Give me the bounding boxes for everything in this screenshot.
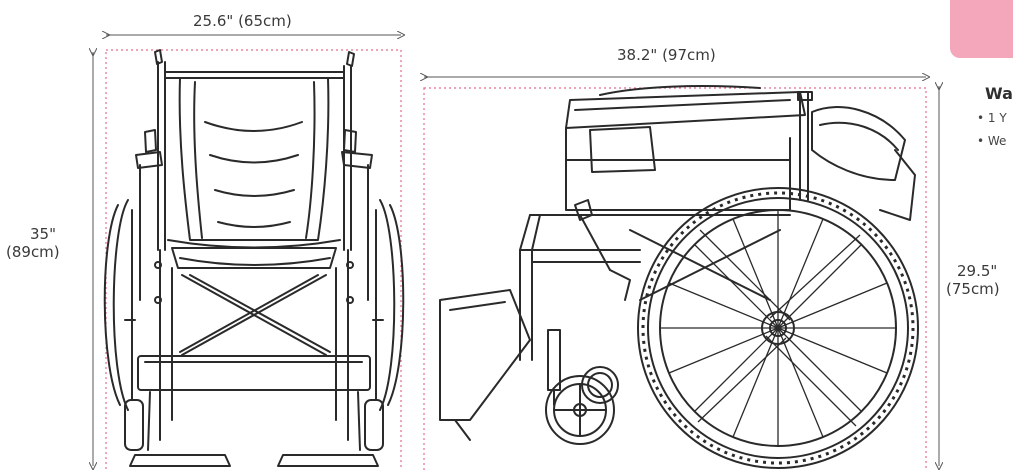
side-length-label: 38.2" (97cm) [617,46,716,64]
side-view-guide-box [423,87,927,470]
warranty-bullet-2: • We [977,134,1007,148]
pink-accent-tab [950,0,1013,58]
side-height-label-cm: (75cm) [946,280,1000,298]
warranty-title: Wa [985,84,1013,103]
side-view-folded-wheelchair [439,85,919,469]
front-height-label-in: 35" [30,225,56,243]
front-width-label: 25.6" (65cm) [193,12,292,30]
side-height-label-in: 29.5" [957,262,998,280]
front-height-label-cm: (89cm) [6,243,60,261]
rear-wheel-spokes [660,210,896,446]
rear-tire-tread [641,191,915,465]
warranty-bullet-1: • 1 Y [977,111,1007,125]
front-view-wheelchair [103,49,405,467]
